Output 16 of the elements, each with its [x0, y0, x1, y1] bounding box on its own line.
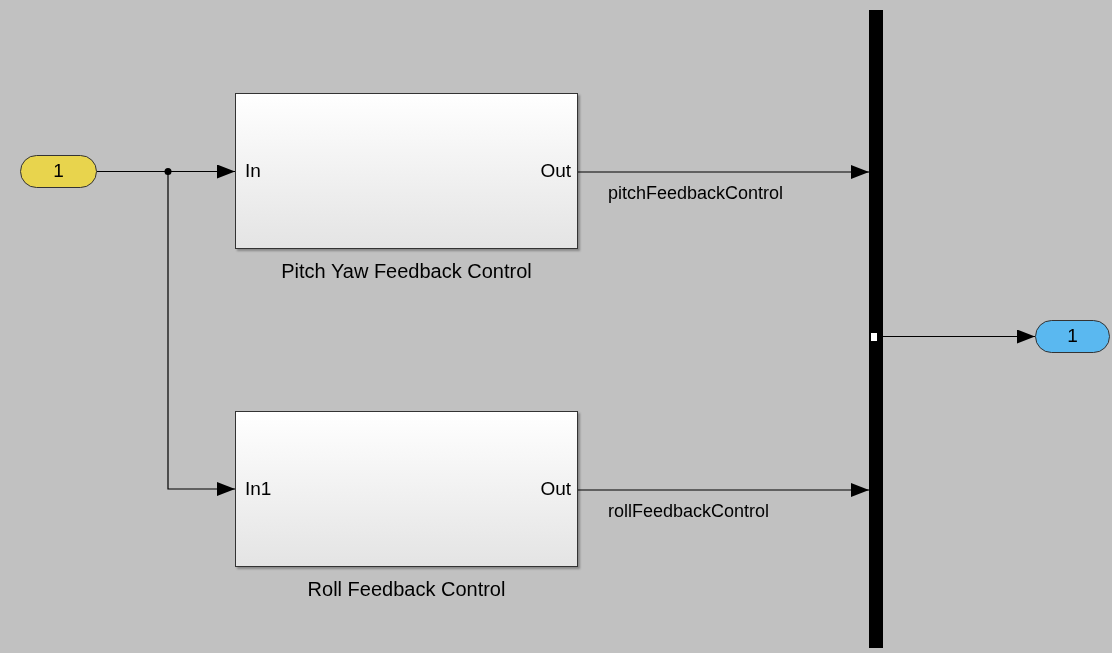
block-name: Pitch Yaw Feedback Control [280, 259, 533, 284]
signal-line [577, 165, 870, 179]
outport-terminal [1035, 320, 1110, 353]
signal-name: rollFeedbackControl [608, 500, 770, 523]
signal-name: pitchFeedbackControl [608, 182, 784, 205]
output-port-label: Out [540, 158, 571, 183]
input-port-label: In [245, 158, 261, 183]
port-number: 1 [53, 159, 64, 184]
mux-bar [869, 10, 883, 648]
signal-line [577, 483, 870, 497]
input-port-label: In1 [245, 476, 272, 501]
block-name: Roll Feedback Control [306, 577, 507, 602]
signal-line [882, 329, 1036, 344]
port-number: 1 [1067, 324, 1078, 349]
inport-terminal [20, 155, 97, 188]
output-port-label: Out [540, 476, 571, 501]
